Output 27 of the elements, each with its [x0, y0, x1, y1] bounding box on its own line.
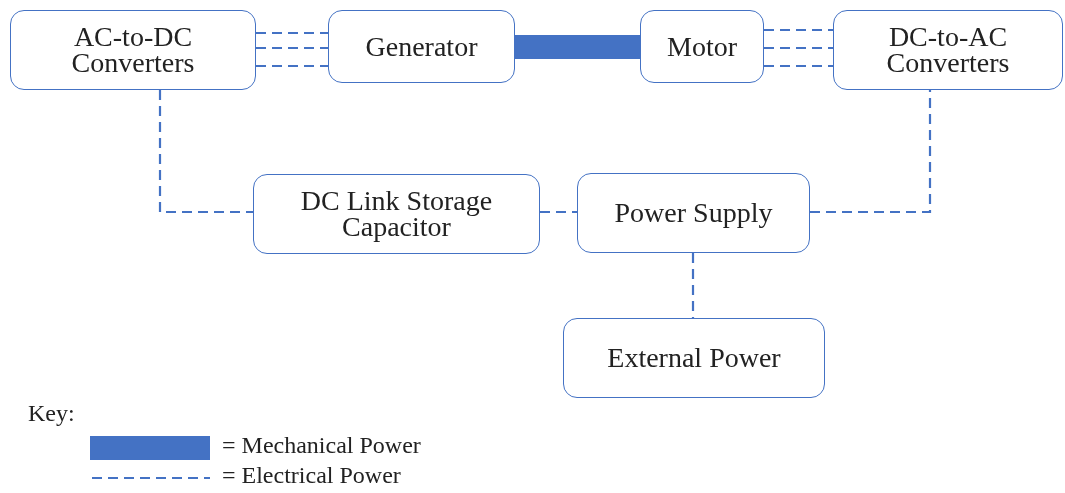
box-label: External Power [607, 345, 781, 371]
box-label: DC-to-AC Converters [885, 24, 1011, 76]
process-box [577, 173, 810, 253]
box-label: Power Supply [614, 200, 773, 226]
legend-heading: Key: [28, 400, 75, 427]
connector-line [540, 210, 577, 214]
connector-line [764, 64, 833, 68]
shaft-connector [515, 35, 640, 59]
connector-line [256, 31, 328, 35]
box-label: AC-to-DC Converters [70, 24, 196, 76]
box-label: DC Link Storage Capacitor [299, 188, 494, 240]
process-box [640, 10, 764, 83]
connector-line [256, 46, 328, 50]
process-box [328, 10, 515, 83]
box-label: Motor [667, 33, 737, 60]
connector-line [158, 90, 253, 214]
process-box [10, 10, 256, 90]
legend-label: = Electrical Power [222, 462, 401, 489]
box-label: Generator [365, 33, 478, 60]
process-box [563, 318, 825, 398]
legend-label: = Mechanical Power [222, 432, 421, 459]
connector-line [764, 46, 833, 50]
process-box [253, 174, 540, 254]
connector-line [764, 28, 833, 32]
process-box [833, 10, 1063, 90]
connector-line [810, 90, 932, 214]
connector-line [256, 64, 328, 68]
